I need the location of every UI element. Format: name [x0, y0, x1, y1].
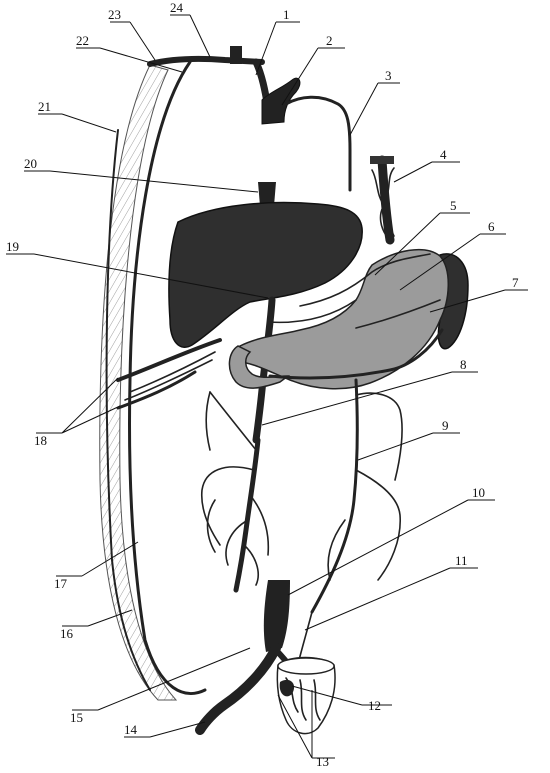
label-18: 18	[34, 433, 47, 448]
portal-vein	[252, 296, 276, 444]
inferior-vena-cava	[263, 580, 290, 652]
superficial-epigastric-vein	[105, 129, 151, 691]
label-8: 8	[460, 357, 467, 372]
paraumbilical-veins	[116, 338, 222, 410]
label-22: 22	[76, 33, 89, 48]
label-10: 10	[472, 485, 485, 500]
label-13: 13	[316, 754, 329, 769]
label-15: 15	[70, 710, 83, 725]
esophageal-venous-plexus	[370, 155, 395, 245]
splenic-vein	[268, 328, 444, 380]
left-gastric-vein	[299, 253, 431, 307]
label-14: 14	[124, 722, 138, 737]
label-2: 2	[326, 33, 333, 48]
label-11: 11	[455, 553, 468, 568]
label-21: 21	[38, 99, 51, 114]
label-3: 3	[385, 68, 392, 83]
superior-epigastric-vein	[128, 60, 207, 695]
hepatic-vein-ivc	[258, 182, 276, 206]
right-gastric-vein	[267, 299, 357, 324]
rectum	[276, 656, 336, 735]
labels: 1 2 3 4 5 6 7 8 9 10 11 12 13 14 15 16 1…	[6, 0, 519, 769]
inferior-mesenteric-vein	[310, 378, 403, 614]
right-atrium	[261, 77, 301, 125]
short-gastric-veins	[355, 299, 441, 329]
label-19: 19	[6, 239, 19, 254]
azygos-vein	[284, 95, 352, 192]
label-16: 16	[60, 626, 74, 641]
abdominal-wall	[99, 64, 178, 701]
label-5: 5	[450, 198, 457, 213]
label-leaders	[6, 14, 528, 759]
label-24: 24	[170, 0, 184, 15]
azygos-arch	[147, 55, 265, 67]
label-9: 9	[442, 418, 449, 433]
liver	[168, 201, 363, 348]
rectal-venous-plexus	[279, 679, 295, 697]
superior-mesenteric-vein	[200, 391, 270, 593]
label-1: 1	[283, 7, 290, 22]
label-20: 20	[24, 156, 37, 171]
label-6: 6	[488, 219, 495, 234]
label-12: 12	[368, 698, 381, 713]
common-iliac-vein	[195, 643, 281, 735]
superior-vena-cava-stub	[230, 46, 242, 64]
label-4: 4	[440, 147, 447, 162]
label-7: 7	[512, 275, 519, 290]
label-17: 17	[54, 576, 68, 591]
label-23: 23	[108, 7, 121, 22]
